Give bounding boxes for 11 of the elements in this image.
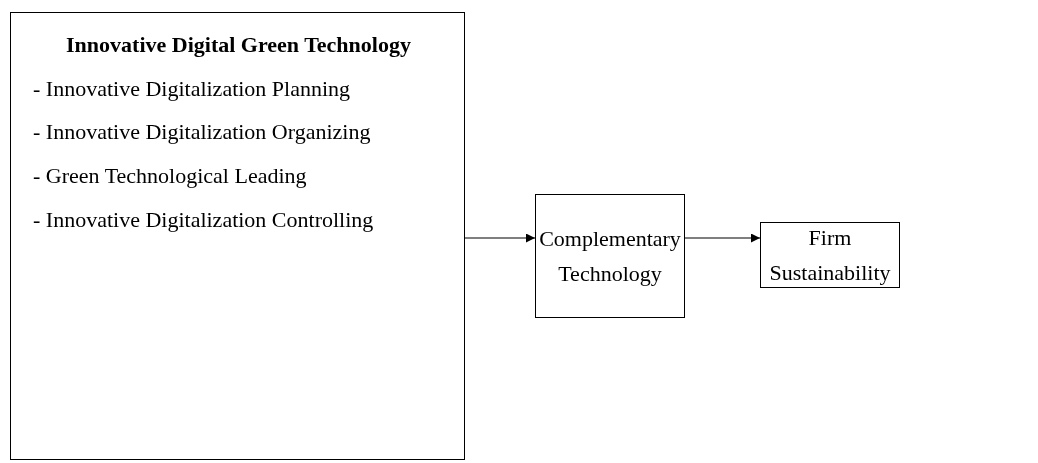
concept-box	[10, 12, 465, 460]
arrow	[684, 233, 761, 243]
list-item: - Innovative Digitalization Planning	[33, 74, 352, 103]
list-item: - Innovative Digitalization Controlling	[33, 205, 375, 234]
list-item: - Innovative Digitalization Organizing	[33, 118, 372, 147]
process-box	[535, 194, 685, 318]
list-item: - Green Technological Leading	[33, 161, 308, 190]
arrow	[464, 233, 536, 243]
box-label: Complementary Technology	[539, 224, 681, 288]
box-heading: Innovative Digital Green Technology	[65, 31, 412, 59]
box-label: Firm Sustainability	[768, 223, 892, 287]
